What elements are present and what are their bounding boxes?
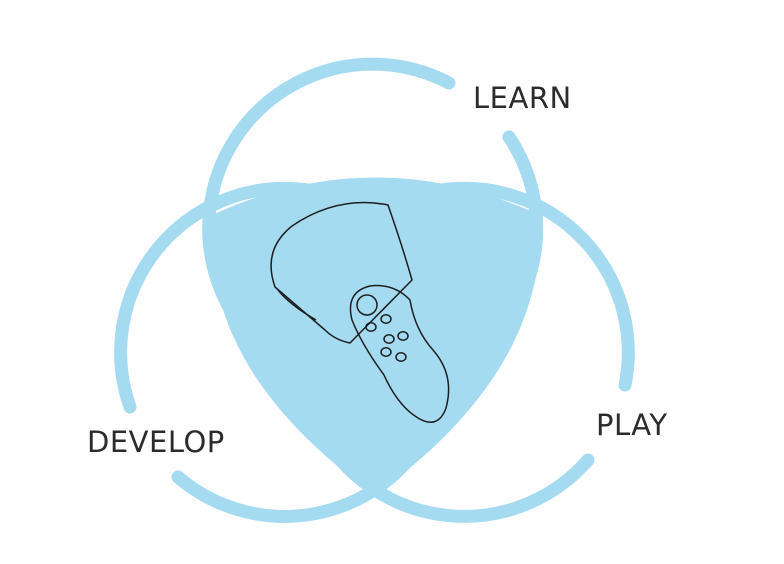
headset-ridge: [277, 289, 317, 321]
controller-button: [383, 334, 395, 344]
controller-button: [395, 352, 407, 362]
develop-label: DEVELOP: [87, 425, 225, 459]
controller-handle: [349, 284, 450, 423]
play-label: PLAY: [596, 408, 668, 442]
headset-body: [270, 201, 413, 344]
touchpad-button: [356, 294, 378, 316]
vr-controller-icon: [270, 201, 450, 423]
learn-label: LEARN: [473, 81, 572, 115]
controller-button: [380, 347, 392, 357]
controller-button: [397, 331, 409, 341]
controller-button: [365, 322, 377, 332]
center-intersection: [211, 177, 541, 495]
controller-button: [380, 314, 392, 324]
